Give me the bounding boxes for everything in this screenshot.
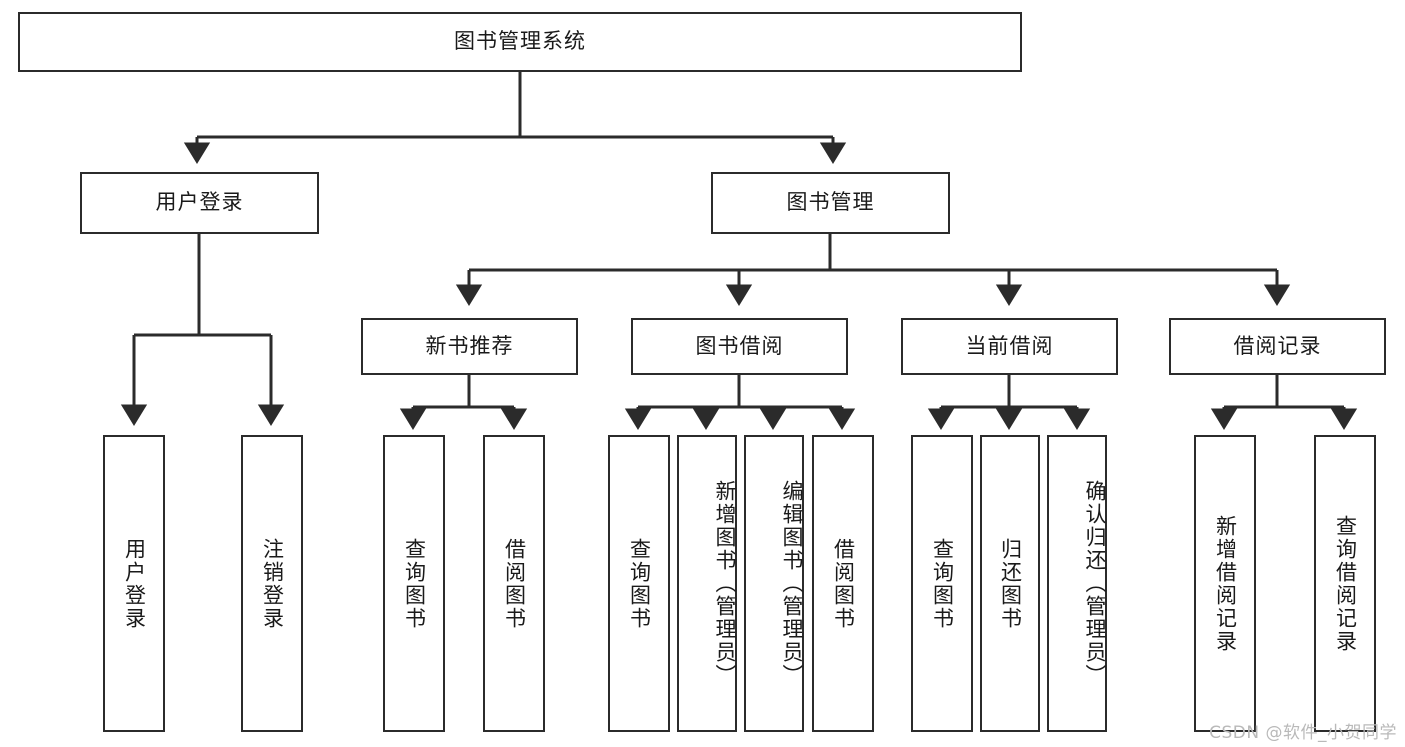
leaf-borrow-book[interactable]: 借阅图书 xyxy=(812,435,874,732)
node-new-book-recommend[interactable]: 新书推荐 xyxy=(361,318,578,375)
leaf-query-borrow-record[interactable]: 查询借阅记录 xyxy=(1314,435,1376,732)
node-label: 注销登录 xyxy=(260,537,285,630)
leaf-confirm-return-admin[interactable]: 确认归还（管理员） xyxy=(1047,435,1107,732)
node-label: 查询借阅记录 xyxy=(1333,514,1358,653)
node-label: 编辑图书（管理员） xyxy=(780,480,804,687)
node-label: 查询图书 xyxy=(930,537,955,630)
leaf-edit-book-admin[interactable]: 编辑图书（管理员） xyxy=(744,435,804,732)
leaf-query-book-borrow[interactable]: 查询图书 xyxy=(608,435,670,732)
node-book-borrow[interactable]: 图书借阅 xyxy=(631,318,848,375)
node-label: 新增借阅记录 xyxy=(1213,514,1238,653)
leaf-query-book-recommend[interactable]: 查询图书 xyxy=(383,435,445,732)
node-label: 用户登录 xyxy=(122,537,147,630)
node-label: 查询图书 xyxy=(627,537,652,630)
node-label: 借阅记录 xyxy=(1233,333,1322,358)
node-label: 当前借阅 xyxy=(965,333,1054,358)
node-current-borrow[interactable]: 当前借阅 xyxy=(901,318,1118,375)
leaf-return-book[interactable]: 归还图书 xyxy=(980,435,1040,732)
leaf-logout-login[interactable]: 注销登录 xyxy=(241,435,303,732)
leaf-add-book-admin[interactable]: 新增图书（管理员） xyxy=(677,435,737,732)
node-label: 归还图书 xyxy=(998,537,1023,630)
node-label: 图书管理系统 xyxy=(454,29,586,54)
leaf-query-book-current[interactable]: 查询图书 xyxy=(911,435,973,732)
node-label: 借阅图书 xyxy=(831,537,856,630)
node-book-management[interactable]: 图书管理 xyxy=(711,172,950,234)
node-label: 确认归还（管理员） xyxy=(1083,480,1107,687)
node-label: 新增图书（管理员） xyxy=(713,480,737,687)
node-label: 用户登录 xyxy=(155,190,244,215)
node-label: 查询图书 xyxy=(402,537,427,630)
node-label: 新书推荐 xyxy=(425,333,514,358)
node-label: 借阅图书 xyxy=(502,537,527,630)
leaf-user-login[interactable]: 用户登录 xyxy=(103,435,165,732)
node-user-login[interactable]: 用户登录 xyxy=(80,172,319,234)
leaf-borrow-book-recommend[interactable]: 借阅图书 xyxy=(483,435,545,732)
node-label: 图书管理 xyxy=(786,190,875,215)
node-label: 图书借阅 xyxy=(695,333,784,358)
node-borrow-record[interactable]: 借阅记录 xyxy=(1169,318,1386,375)
leaf-add-borrow-record[interactable]: 新增借阅记录 xyxy=(1194,435,1256,732)
node-root-book-management-system[interactable]: 图书管理系统 xyxy=(18,12,1022,72)
csdn-watermark: CSDN @软件_小贺同学 xyxy=(1209,723,1397,743)
